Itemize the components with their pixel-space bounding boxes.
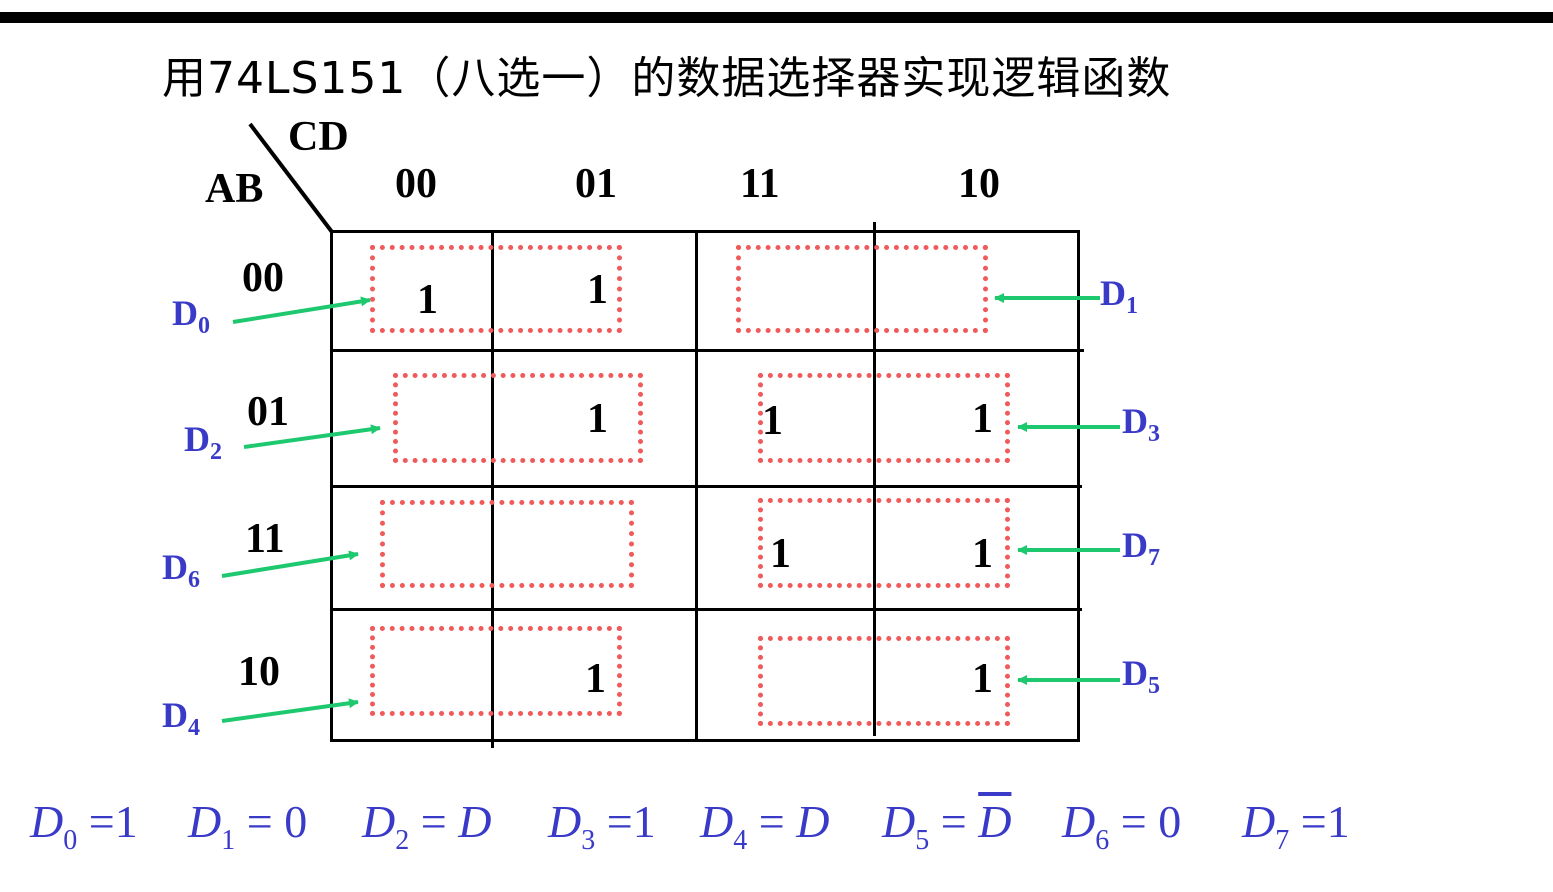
grid-hline-1 [330, 349, 1084, 352]
equation-d5: D5 = D [882, 796, 1012, 856]
equation-d4: D4 = D [700, 796, 830, 856]
row-header-11: 11 [245, 516, 285, 562]
grid-vline-1 [491, 230, 494, 748]
cell-value: 1 [587, 396, 608, 442]
group-d7 [758, 498, 1010, 588]
row-var-label: AB [205, 166, 264, 212]
arrow-d6 [221, 550, 359, 578]
group-d6 [380, 500, 634, 588]
equation-d6: D6 = 0 [1062, 796, 1182, 856]
input-label-d6: D6 [162, 547, 200, 593]
col-header-11: 11 [740, 161, 780, 207]
col-var-label: CD [288, 114, 349, 160]
grid-hline-3 [330, 608, 1082, 611]
group-d0 [370, 245, 622, 333]
input-label-d7: D7 [1122, 525, 1160, 571]
arrow-d4 [221, 698, 359, 723]
equation-d0: D0 =1 [30, 796, 138, 856]
top-rule [0, 12, 1553, 23]
equation-d2: D2 = D [362, 796, 492, 856]
input-label-d0: D0 [172, 293, 210, 339]
row-header-10: 10 [238, 649, 280, 695]
cell-value: 1 [587, 267, 608, 313]
cell-value: 1 [972, 396, 993, 442]
page-title: 用74LS151（八选一）的数据选择器实现逻辑函数 [162, 53, 1172, 104]
input-label-d5: D5 [1122, 653, 1160, 699]
d-overline: D [978, 796, 1012, 847]
col-header-10: 10 [958, 161, 1000, 207]
input-label-d2: D2 [184, 419, 222, 465]
grid-hline-2 [330, 485, 1082, 488]
cell-value: 1 [417, 277, 438, 323]
input-label-d4: D4 [162, 695, 200, 741]
cell-value: 1 [762, 398, 783, 444]
group-d1 [736, 245, 988, 333]
col-header-01: 01 [575, 161, 617, 207]
cell-value: 1 [972, 531, 993, 577]
arrow-d0 [232, 296, 371, 324]
cell-value: 1 [770, 531, 791, 577]
group-d5 [758, 636, 1010, 726]
grid-vline-3 [873, 222, 876, 736]
row-header-01: 01 [247, 389, 289, 435]
arrow-d2 [243, 424, 381, 449]
equation-d1: D1 = 0 [188, 796, 308, 856]
group-d4 [370, 626, 622, 716]
cell-value: 1 [972, 656, 993, 702]
input-label-d3: D3 [1122, 401, 1160, 447]
group-d2 [393, 373, 643, 463]
cell-value: 1 [585, 656, 606, 702]
input-label-d1: D1 [1100, 273, 1138, 319]
group-d3 [758, 373, 1010, 463]
row-header-00: 00 [242, 255, 284, 301]
col-header-00: 00 [395, 161, 437, 207]
equation-d3: D3 =1 [548, 796, 656, 856]
equation-d7: D7 =1 [1242, 796, 1350, 856]
equation-row: D0 =1 D1 = 0 D2 = D D3 =1 D4 = D D5 = D … [30, 795, 1530, 865]
